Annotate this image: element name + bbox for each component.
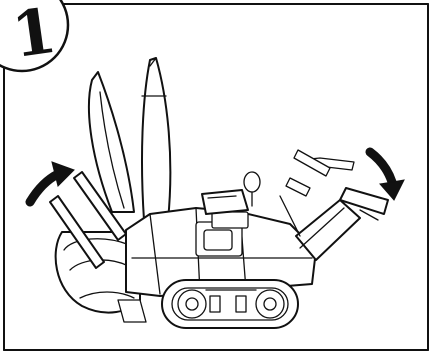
curved-arrow-left-icon [30,162,74,202]
crawler-track [162,280,298,328]
step-number: 1 [8,0,61,72]
auger-skid [118,300,146,322]
curved-arrow-right-icon [370,152,404,200]
raised-chute-outlines [89,58,170,220]
step-number-badge: 1 [0,0,68,72]
